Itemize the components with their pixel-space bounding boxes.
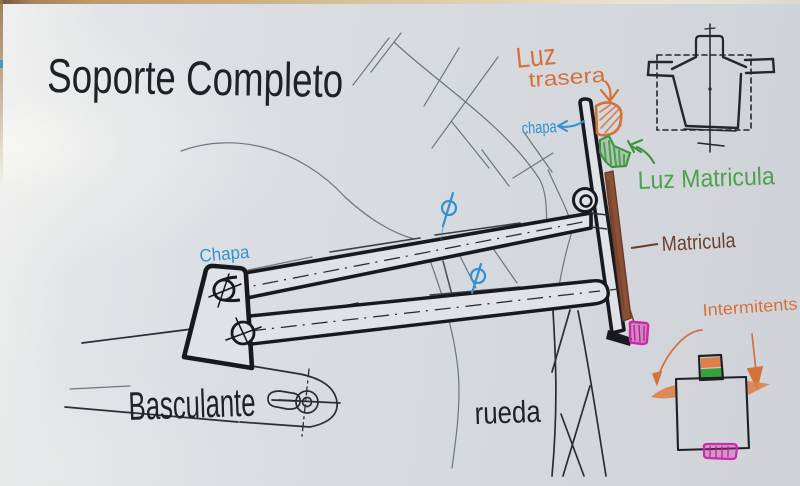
svg-text:Matricula: Matricula	[661, 229, 736, 256]
svg-text:Intermitents: Intermitents	[702, 294, 798, 320]
svg-text:trasera: trasera	[528, 64, 607, 92]
svg-text:rueda: rueda	[474, 394, 542, 431]
svg-text:Chapa: Chapa	[199, 242, 251, 266]
svg-text:Basculante: Basculante	[128, 381, 256, 429]
svg-text:Luz Matricula: Luz Matricula	[637, 162, 775, 195]
svg-text:Soporte Completo: Soporte Completo	[47, 50, 344, 108]
svg-text:Luz: Luz	[514, 39, 557, 75]
svg-text:chapa: chapa	[521, 117, 557, 138]
